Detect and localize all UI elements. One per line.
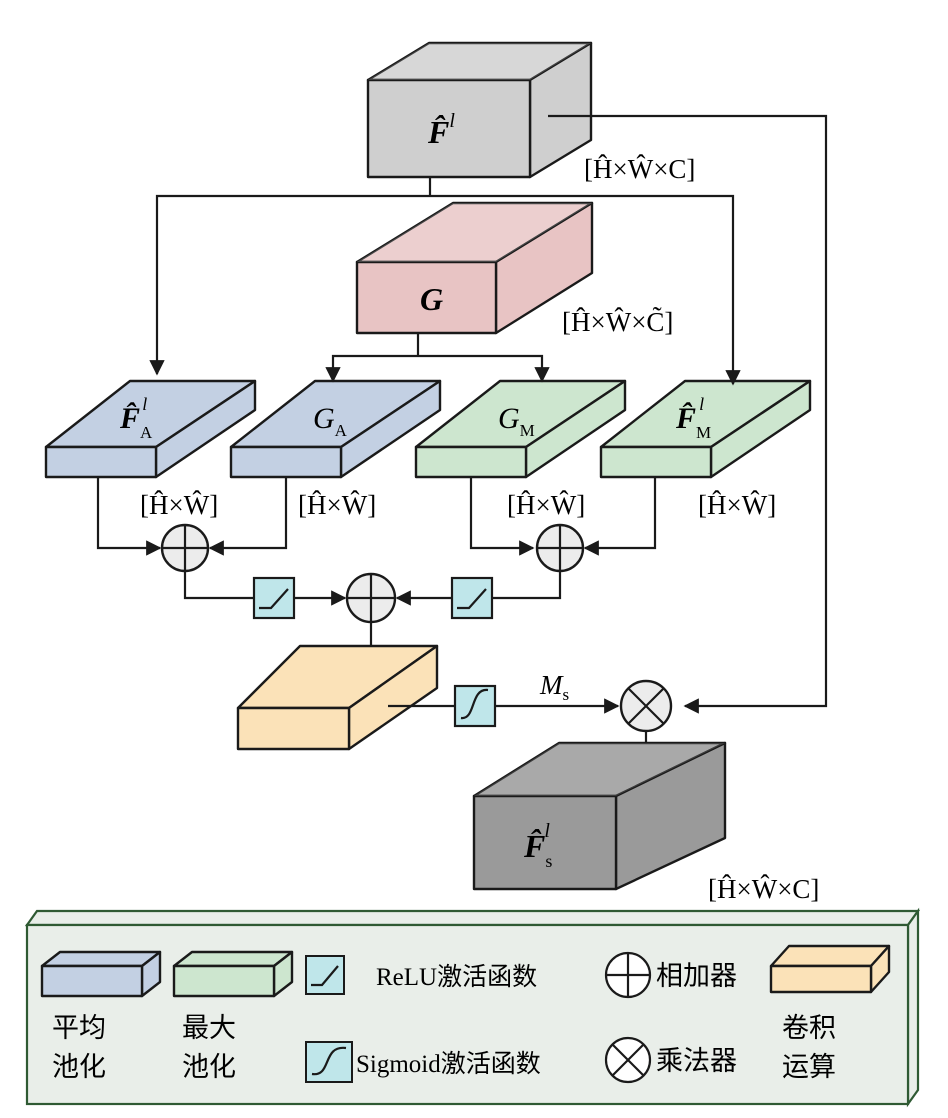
g-max-block: GM [414,379,627,479]
ms-label: Ms [539,670,569,704]
f-max-block: F̂Ml [599,379,812,479]
legend-max-pool-line2: 池化 [182,1052,236,1083]
legend-conv-swatch [769,944,891,994]
legend: 平均 池化 最大 池化 ReLU激活函数 Sigmoid激活函数 相加器 [24,907,921,1108]
f-max-front-face [599,445,713,479]
g-avg-label: GA [313,402,348,440]
multiplier [619,679,673,733]
legend-max-pool-swatch [172,950,294,998]
g-dims-label: [Ĥ×Ŵ×C̃] [562,306,673,337]
output-front-face [472,794,618,891]
g-max-front-face [414,445,528,479]
f-avg-dims: [Ĥ×Ŵ] [140,490,218,520]
legend-avg-pool-line2: 池化 [52,1052,106,1083]
f-avg-label: F̂Al [119,394,153,442]
branch-right [430,194,741,386]
relu-right [450,576,494,620]
g-feature-block: G [Ĥ×Ŵ×C̃] [355,201,673,337]
favg-to-adder1 [96,477,162,556]
output-feature-block: F̂sl [472,741,727,891]
legend-conv-line2: 运算 [782,1052,836,1083]
legend-sigmoid-icon [305,1041,353,1083]
branch-left [149,194,430,376]
g-to-ga [325,354,418,383]
adder-left [160,523,210,573]
legend-right-edge [906,907,920,1108]
g-block-front-face [355,260,498,335]
g-to-gm [418,354,550,383]
g-max-label: GM [498,402,535,440]
legend-adder-label: 相加器 [656,961,737,992]
conv-block [236,644,439,751]
g-block-label: G [420,281,443,317]
legend-box [25,923,910,1106]
input-feature-block: F̂l [Ĥ×Ŵ×C] [366,41,695,184]
input-block-label: F̂l [427,110,455,150]
f-avg-block: F̂Al [44,379,257,479]
output-label: F̂sl [523,820,552,871]
g-avg-dims: [Ĥ×Ŵ] [298,490,376,520]
g-avg-front-face [229,445,343,479]
legend-adder-icon [604,951,652,999]
fmax-to-adder2 [583,477,657,556]
g-max-dims: [Ĥ×Ŵ] [507,490,585,520]
adder-center [345,572,397,624]
adder1-down [183,571,254,600]
legend-relu-icon [305,955,345,995]
legend-avg-pool-line1: 平均 [52,1013,106,1044]
relu-left [252,576,296,620]
gmax-to-adder2 [469,477,535,556]
legend-max-pool-line1: 最大 [182,1013,236,1044]
legend-avg-pool-swatch [40,950,162,998]
legend-multiplier-label: 乘法器 [656,1046,737,1077]
legend-multiplier-icon [604,1036,652,1084]
f-max-dims: [Ĥ×Ŵ] [698,490,776,520]
legend-sigmoid-label: Sigmoid激活函数 [356,1050,541,1078]
skip-connection [548,114,828,714]
gavg-to-adder1 [208,477,288,556]
adder2-down [492,571,562,600]
f-avg-front-face [44,445,158,479]
conv-front-face [236,706,351,751]
input-block-front-face [366,78,532,179]
legend-relu-label: ReLU激活函数 [376,963,537,991]
legend-conv-line1: 卷积 [782,1013,836,1044]
input-block-top-shade [368,43,591,80]
input-dims-label: [Ĥ×Ŵ×C] [584,154,695,184]
legend-top-edge [24,909,921,927]
output-dims: [Ĥ×Ŵ×C] [708,874,819,904]
adder-right [535,523,585,573]
sigmoid-box [453,684,497,728]
f-max-label: F̂Ml [675,394,711,442]
input-block-sup: l [449,110,455,132]
g-avg-block: GA [229,379,442,479]
